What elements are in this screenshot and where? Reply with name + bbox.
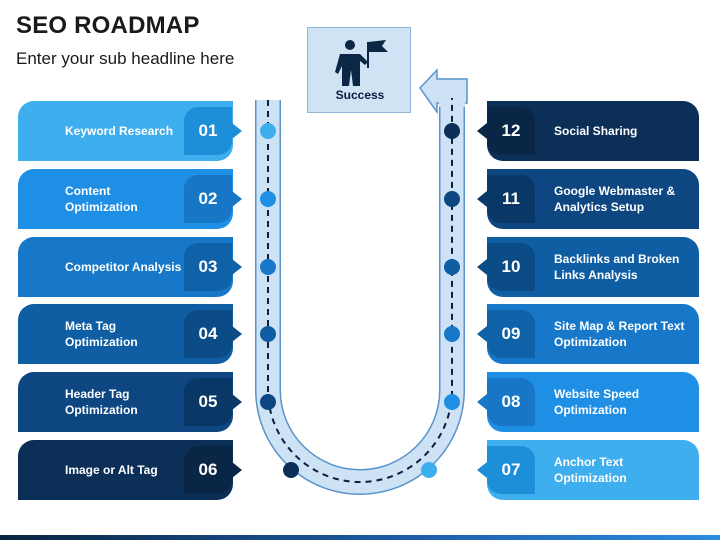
step-label: Backlinks and Broken Links Analysis	[554, 251, 680, 282]
step-notch	[477, 394, 487, 410]
step-card-10: Backlinks and Broken Links Analysis 10	[477, 237, 699, 297]
step-notch	[232, 191, 242, 207]
step-notch	[232, 462, 242, 478]
milestone-dot-04	[260, 326, 276, 342]
bottom-accent-bar	[0, 535, 720, 540]
step-number: 03	[184, 243, 232, 291]
milestone-dot-01	[260, 123, 276, 139]
page-title: SEO ROADMAP	[16, 12, 200, 39]
milestone-dot-08	[444, 394, 460, 410]
milestone-dot-09	[444, 326, 460, 342]
step-notch	[232, 394, 242, 410]
step-number: 05	[184, 378, 232, 426]
milestone-dot-10	[444, 259, 460, 275]
step-number: 07	[487, 446, 535, 494]
step-number: 11	[487, 175, 535, 223]
success-label: Success	[335, 88, 385, 102]
step-notch	[477, 123, 487, 139]
step-card-03: Competitor Analysis 03	[18, 237, 242, 297]
step-label: Site Map & Report Text Optimization	[554, 318, 685, 349]
step-notch	[477, 191, 487, 207]
step-notch	[477, 462, 487, 478]
step-label: Anchor Text Optimization	[554, 454, 627, 485]
step-number: 06	[184, 446, 232, 494]
step-card-04: Meta Tag Optimization 04	[18, 304, 242, 364]
step-label: Competitor Analysis	[65, 259, 182, 274]
milestone-dot-06	[283, 462, 299, 478]
step-number: 04	[184, 310, 232, 358]
success-goal: Success	[307, 27, 411, 113]
step-card-02: Content Optimization 02	[18, 169, 242, 229]
step-card-08: Website Speed Optimization 08	[477, 372, 699, 432]
step-label: Keyword Research	[65, 123, 174, 138]
page-subtitle: Enter your sub headline here	[16, 49, 235, 68]
milestone-dot-02	[260, 191, 276, 207]
step-number: 08	[487, 378, 535, 426]
step-card-09: Site Map & Report Text Optimization 09	[477, 304, 699, 364]
step-number: 09	[487, 310, 535, 358]
step-notch	[232, 123, 242, 139]
step-card-11: Google Webmaster & Analytics Setup 11	[477, 169, 699, 229]
step-notch	[232, 259, 242, 275]
step-card-06: Image or Alt Tag 06	[18, 440, 242, 500]
step-label: Social Sharing	[554, 123, 638, 138]
step-card-05: Header Tag Optimization 05	[18, 372, 242, 432]
step-number: 12	[487, 107, 535, 155]
step-card-01: Keyword Research 01	[18, 101, 242, 161]
step-label: Google Webmaster & Analytics Setup	[554, 183, 676, 214]
step-label: Header Tag Optimization	[65, 386, 138, 417]
milestone-dot-05	[260, 394, 276, 410]
milestone-dot-07	[421, 462, 437, 478]
businessman-with-flag-icon	[335, 40, 388, 86]
step-notch	[477, 326, 487, 342]
step-label: Image or Alt Tag	[65, 462, 158, 477]
step-card-12: Social Sharing 12	[477, 101, 699, 161]
step-number: 10	[487, 243, 535, 291]
step-notch	[232, 326, 242, 342]
step-label: Content Optimization	[65, 183, 138, 214]
milestone-dot-12	[444, 123, 460, 139]
step-label: Website Speed Optimization	[554, 386, 640, 417]
step-card-07: Anchor Text Optimization 07	[477, 440, 699, 500]
step-notch	[477, 259, 487, 275]
step-number: 01	[184, 107, 232, 155]
milestone-dot-11	[444, 191, 460, 207]
step-label: Meta Tag Optimization	[65, 318, 138, 349]
step-number: 02	[184, 175, 232, 223]
milestone-dot-03	[260, 259, 276, 275]
